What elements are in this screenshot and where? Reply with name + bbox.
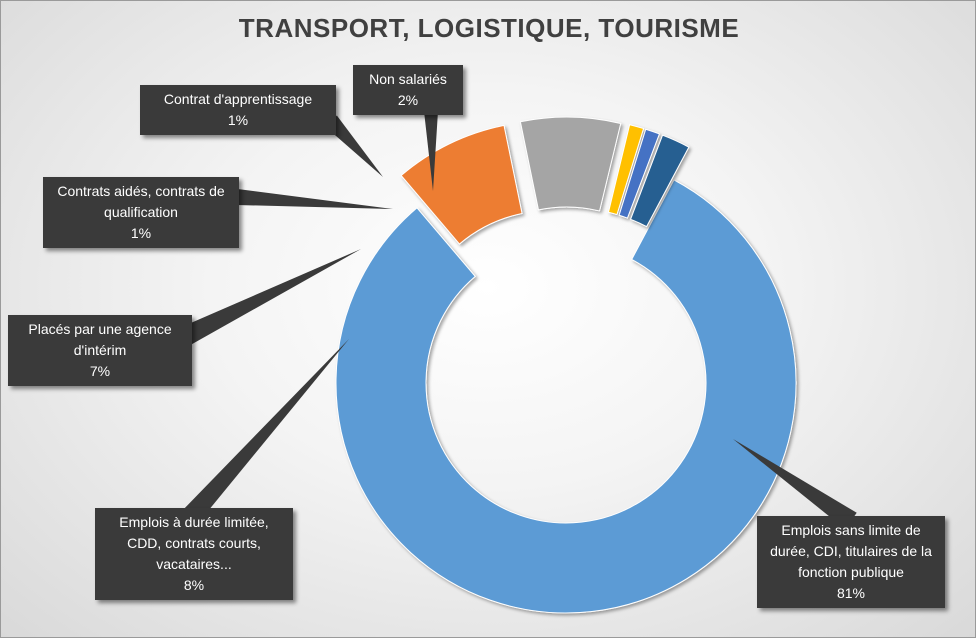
callout-contrats-aides: Contrats aidés, contrats de qualificatio… — [43, 177, 239, 248]
slice-apprentissage — [618, 128, 661, 219]
callout-non-salaries: Non salariés 2% — [353, 65, 463, 115]
callout-label: Emplois sans limite de durée, CDI, titul… — [770, 522, 932, 580]
leader-contrats-aides — [236, 189, 393, 209]
leader-apprentissage — [325, 115, 383, 177]
leader-cdi — [733, 439, 857, 530]
callout-percent: 81% — [836, 585, 866, 601]
callout-apprentissage: Contrat d'apprentissage 1% — [140, 85, 336, 135]
slice-non-salaries — [629, 134, 690, 228]
slice-interim — [519, 116, 622, 212]
callout-percent: 8% — [183, 577, 205, 593]
callout-percent: 2% — [397, 92, 419, 108]
leader-non-salaries — [424, 110, 438, 191]
callout-interim: Placés par une agence d'intérim 7% — [8, 315, 192, 386]
callout-label: Placés par une agence d'intérim — [28, 321, 172, 358]
slice-cdi — [335, 179, 797, 614]
callout-percent: 7% — [89, 363, 111, 379]
callout-label: Contrats aidés, contrats de qualificatio… — [57, 183, 225, 220]
callout-cdi: Emplois sans limite de durée, CDI, titul… — [757, 516, 945, 608]
callout-label: Emplois à durée limitée, CDD, contrats c… — [119, 514, 269, 572]
slice-contrats-aides — [607, 124, 645, 216]
callout-percent: 1% — [130, 225, 152, 241]
callout-label: Non salariés — [369, 71, 447, 87]
callout-label: Contrat d'apprentissage — [163, 91, 313, 107]
leader-cdd — [183, 339, 349, 523]
callout-cdd: Emplois à durée limitée, CDD, contrats c… — [95, 508, 293, 600]
callout-percent: 1% — [227, 112, 249, 128]
chart-title: TRANSPORT, LOGISTIQUE, TOURISME — [238, 13, 740, 43]
leader-interim — [181, 249, 361, 345]
